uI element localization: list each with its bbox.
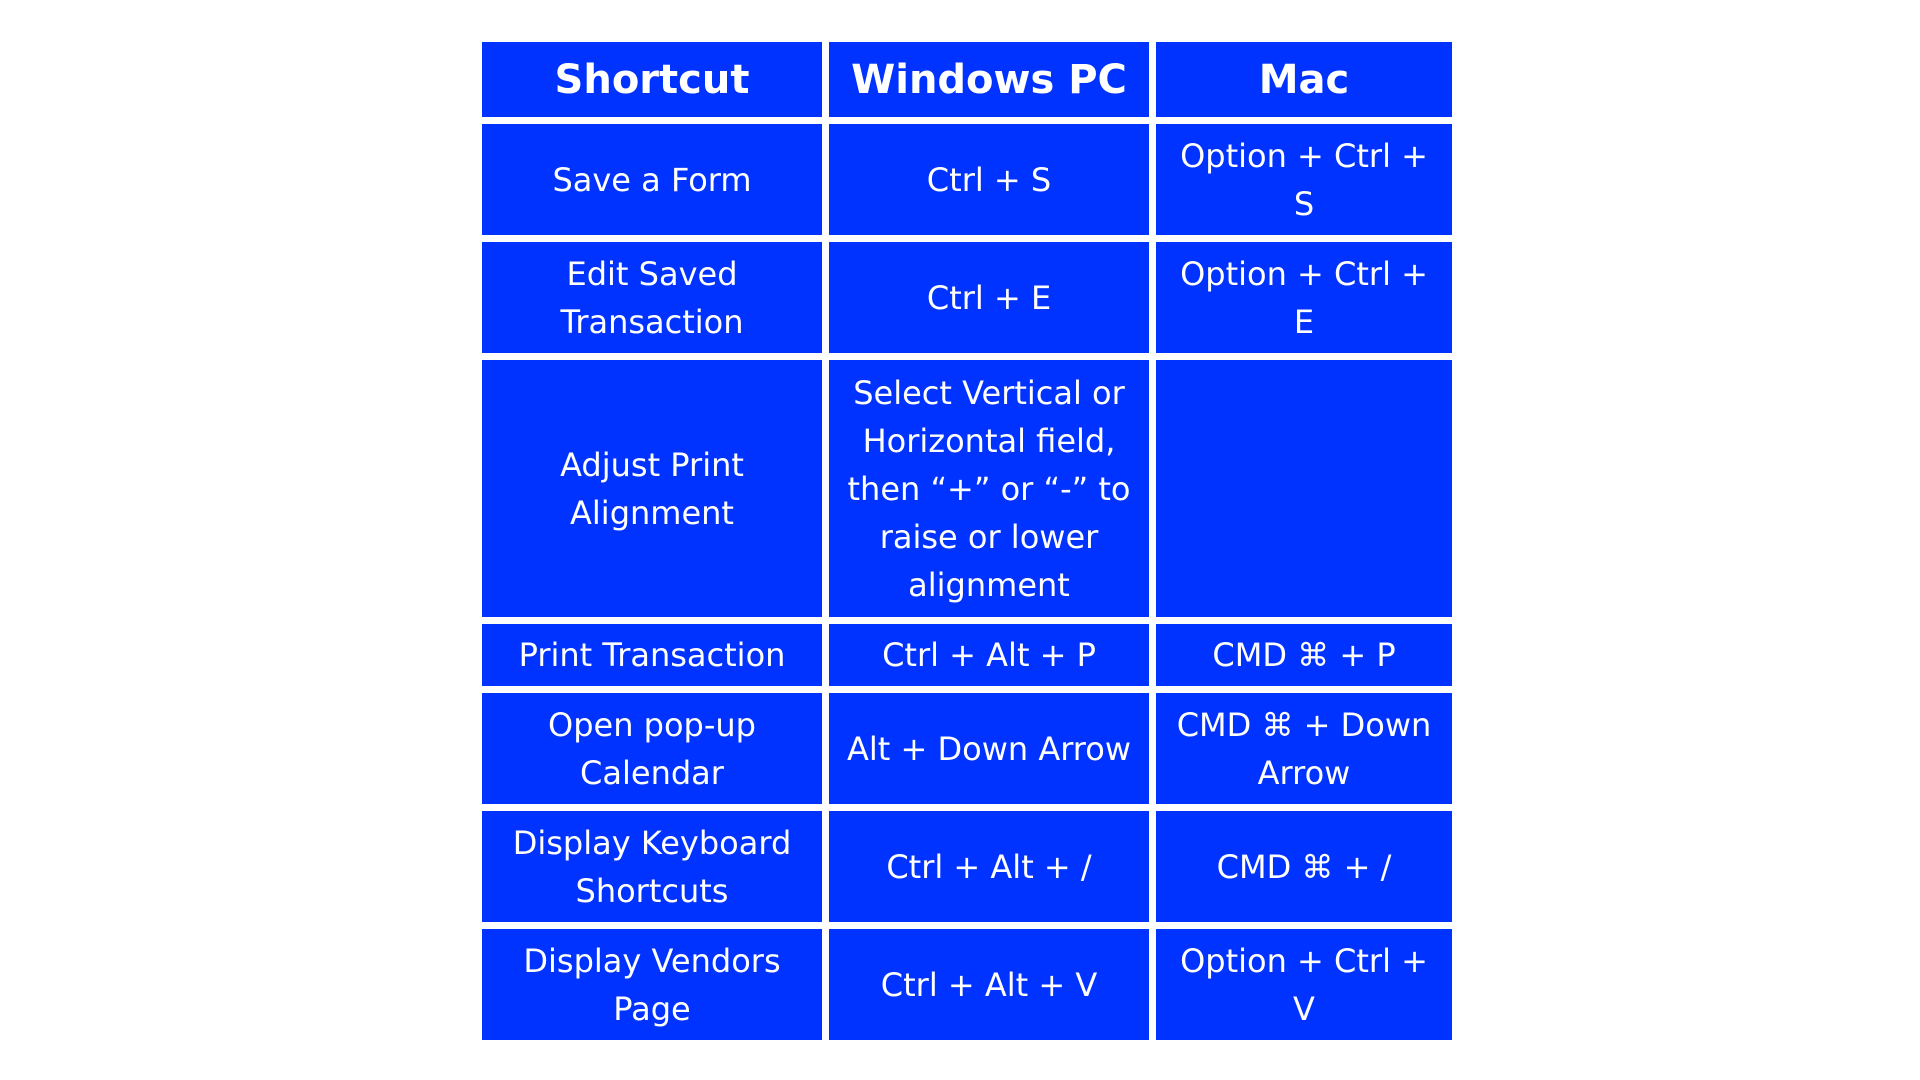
header-windows-pc: Windows PC bbox=[829, 42, 1149, 117]
row-4-windows: Ctrl + Alt + P bbox=[829, 624, 1149, 686]
row-2-windows: Ctrl + E bbox=[829, 242, 1149, 353]
shortcuts-table: Shortcut Windows PC Mac Save a Form Ctrl… bbox=[482, 42, 1452, 1040]
row-5-mac: CMD ⌘ + Down Arrow bbox=[1156, 693, 1452, 804]
row-2-shortcut: Edit Saved Transaction bbox=[482, 242, 822, 353]
row-3-mac bbox=[1156, 360, 1452, 617]
row-7-windows: Ctrl + Alt + V bbox=[829, 929, 1149, 1040]
row-1-mac: Option + Ctrl + S bbox=[1156, 124, 1452, 235]
row-4-mac: CMD ⌘ + P bbox=[1156, 624, 1452, 686]
row-1-shortcut: Save a Form bbox=[482, 124, 822, 235]
row-7-shortcut: Display Vendors Page bbox=[482, 929, 822, 1040]
row-6-shortcut: Display Keyboard Shortcuts bbox=[482, 811, 822, 922]
row-4-shortcut: Print Transaction bbox=[482, 624, 822, 686]
row-3-shortcut: Adjust Print Alignment bbox=[482, 360, 822, 617]
row-3-windows: Select Vertical or Horizontal field, the… bbox=[829, 360, 1149, 617]
row-1-windows: Ctrl + S bbox=[829, 124, 1149, 235]
row-2-mac: Option + Ctrl + E bbox=[1156, 242, 1452, 353]
row-6-mac: CMD ⌘ + / bbox=[1156, 811, 1452, 922]
row-7-mac: Option + Ctrl + V bbox=[1156, 929, 1452, 1040]
row-5-shortcut: Open pop-up Calendar bbox=[482, 693, 822, 804]
row-6-windows: Ctrl + Alt + / bbox=[829, 811, 1149, 922]
row-5-windows: Alt + Down Arrow bbox=[829, 693, 1149, 804]
header-mac: Mac bbox=[1156, 42, 1452, 117]
header-shortcut: Shortcut bbox=[482, 42, 822, 117]
